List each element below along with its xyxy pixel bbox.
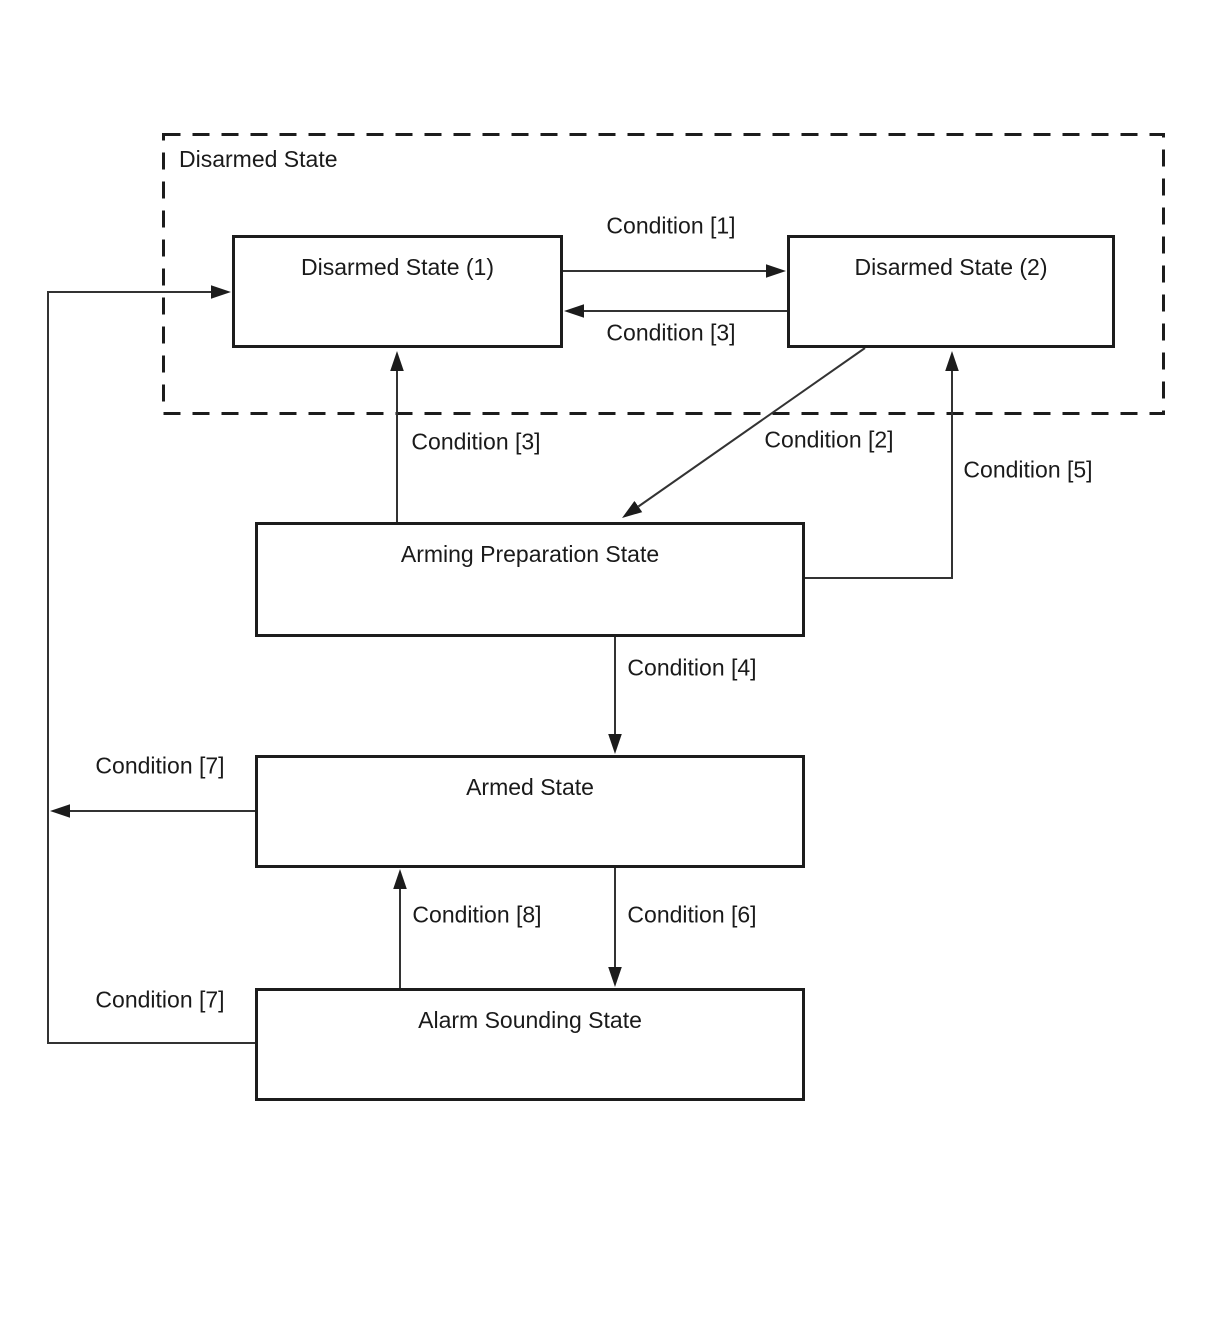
edge-condition-7-alarm-feedback xyxy=(47,285,255,1044)
state-label-arming-preparation: Arming Preparation State xyxy=(400,541,660,567)
state-box-alarm-sounding: Alarm Sounding State xyxy=(255,988,805,1101)
state-box-arming-preparation: Arming Preparation State xyxy=(255,522,805,637)
disarmed-group-label: Disarmed State xyxy=(179,146,338,172)
state-box-disarmed-1: Disarmed State (1) xyxy=(232,235,563,348)
edge-label-condition-7-armed: Condition [7] xyxy=(95,752,225,779)
edge-label-condition-2: Condition [2] xyxy=(764,426,894,453)
edge-label-condition-1: Condition [1] xyxy=(606,212,736,239)
edge-label-condition-4: Condition [4] xyxy=(627,654,757,681)
edge-condition-2 xyxy=(622,347,866,518)
edge-label-condition-3-vertical: Condition [3] xyxy=(411,428,541,455)
edge-label-condition-5: Condition [5] xyxy=(963,456,1093,483)
state-label-disarmed-2: Disarmed State (2) xyxy=(854,254,1048,280)
edge-label-condition-7-alarm: Condition [7] xyxy=(95,986,225,1013)
edge-label-condition-3-horizontal: Condition [3] xyxy=(606,319,736,346)
disarmed-group-border xyxy=(162,133,1165,415)
state-box-disarmed-2: Disarmed State (2) xyxy=(787,235,1115,348)
state-label-armed: Armed State xyxy=(466,774,594,800)
state-box-armed: Armed State xyxy=(255,755,805,868)
state-label-disarmed-1: Disarmed State (1) xyxy=(300,254,494,280)
edge-label-condition-6: Condition [6] xyxy=(627,901,757,928)
edge-label-condition-8: Condition [8] xyxy=(412,901,542,928)
edge-condition-5 xyxy=(805,351,959,579)
state-label-alarm-sounding: Alarm Sounding State xyxy=(418,1007,642,1033)
